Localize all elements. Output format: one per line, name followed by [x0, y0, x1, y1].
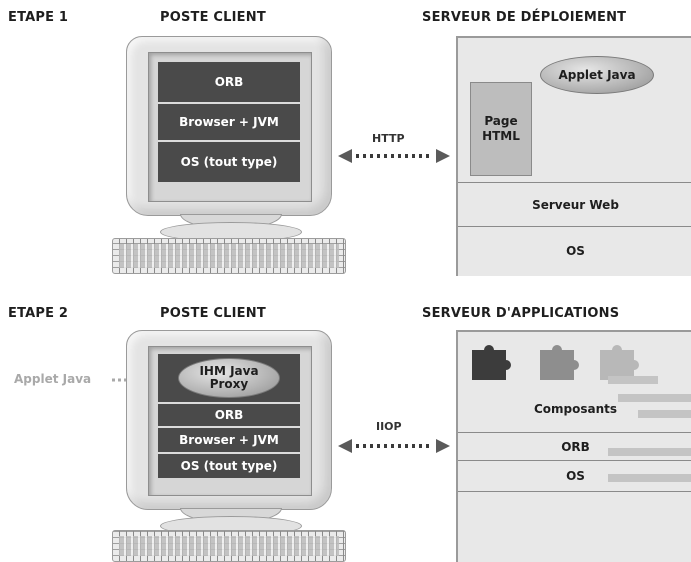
client-layer-os: OS (tout type): [158, 454, 300, 478]
applet-java-oval: Applet Java: [540, 56, 654, 94]
web-server-layer: Serveur Web: [458, 182, 691, 227]
components-label: Composants: [533, 402, 618, 416]
component-bar: [618, 394, 691, 402]
proxy-line2: Proxy: [209, 377, 249, 391]
puzzle-piece-icon: [472, 345, 511, 380]
page-html-line2: HTML: [482, 129, 520, 143]
step2-protocol-label: IIOP: [376, 420, 402, 433]
keyboard-icon: [112, 238, 346, 274]
client-layer-os: OS (tout type): [158, 142, 300, 182]
deployment-os-layer: OS: [458, 226, 691, 275]
step2-double-arrow-icon: [338, 439, 450, 453]
step1-server-title: SERVEUR DE DÉPLOIEMENT: [422, 10, 627, 25]
client-layer-browser: Browser + JVM: [158, 104, 300, 142]
component-bar: [608, 376, 658, 384]
step1-protocol-label: HTTP: [372, 132, 405, 145]
puzzle-piece-icon: [600, 345, 639, 380]
puzzle-piece-icon: [540, 345, 579, 380]
app-server-os-layer: OS: [458, 460, 691, 492]
component-bar: [638, 410, 691, 418]
orb-bar: [608, 448, 691, 456]
step1-label: ETAPE 1: [8, 10, 69, 25]
deployment-os-label: OS: [566, 244, 585, 258]
web-server-label: Serveur Web: [532, 198, 619, 212]
page-html-line1: Page: [484, 114, 518, 128]
client-layer-browser: Browser + JVM: [158, 428, 300, 454]
applet-java-side-label: Applet Java: [14, 372, 92, 386]
step2-server-title: SERVEUR D'APPLICATIONS: [422, 306, 620, 321]
proxy-line1: IHM Java: [199, 364, 259, 378]
client-layer-orb: ORB: [158, 62, 300, 104]
client-layer-orb: ORB: [158, 404, 300, 428]
step2-label: ETAPE 2: [8, 306, 69, 321]
app-server-os-label: OS: [566, 469, 585, 483]
application-server-panel: Composants ORB OS: [456, 330, 691, 562]
step1-client-stack: ORB Browser + JVM OS (tout type): [158, 62, 300, 182]
step2-client-title: POSTE CLIENT: [160, 306, 266, 321]
step1-double-arrow-icon: [338, 149, 450, 163]
app-server-orb-layer: ORB: [458, 432, 691, 461]
applet-java-label: Applet Java: [558, 67, 636, 82]
step1-client-title: POSTE CLIENT: [160, 10, 266, 25]
os-bar: [608, 474, 691, 482]
keyboard-icon: [112, 530, 346, 562]
app-server-orb-label: ORB: [561, 440, 590, 454]
